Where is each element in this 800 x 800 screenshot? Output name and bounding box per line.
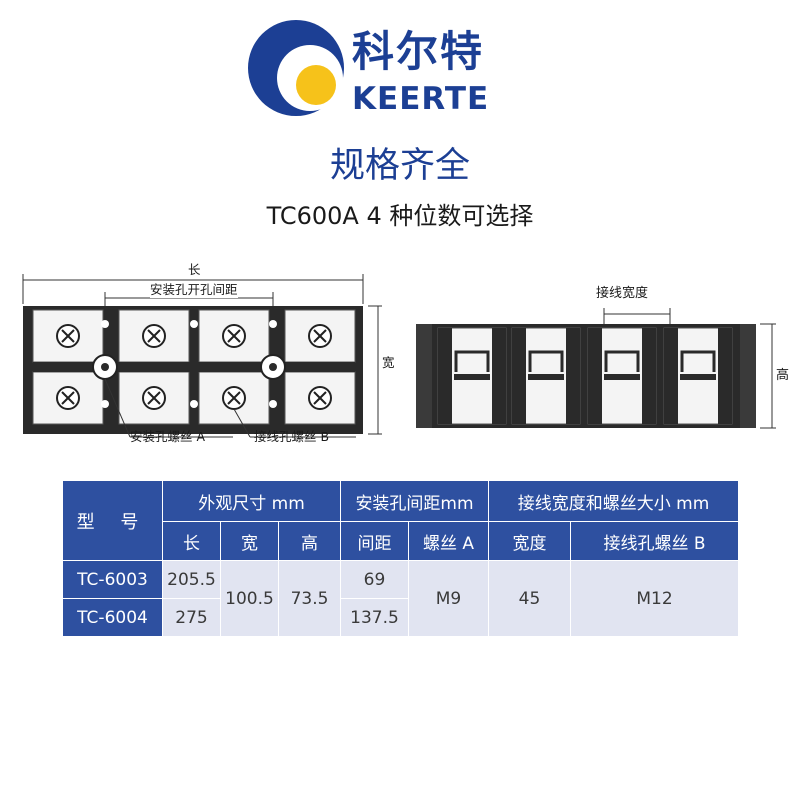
sub-header-width: 宽 bbox=[220, 521, 279, 561]
mount-screw-label: 安装孔螺丝 A bbox=[130, 429, 206, 444]
length-cell: 205.5 bbox=[162, 560, 221, 599]
length-label: 长 bbox=[188, 262, 201, 277]
group-header-mount-spacing: 安装孔间距mm bbox=[340, 480, 489, 522]
sub-header-wire-width: 宽度 bbox=[488, 521, 571, 561]
terminal-cells bbox=[32, 309, 356, 425]
table-row: TC-6003 205.5 100.5 73.5 69 M9 45 M12 bbox=[62, 560, 739, 637]
height-cell: 73.5 bbox=[278, 560, 341, 637]
sub-header-height: 高 bbox=[278, 521, 341, 561]
sub-header-screw-a: 螺丝 A bbox=[408, 521, 489, 561]
side-view-diagram bbox=[416, 308, 776, 429]
terminal-screw-label: 接线孔螺丝 B bbox=[254, 429, 330, 444]
spacing-cell: 137.5 bbox=[340, 598, 409, 637]
brand-logo-icon bbox=[248, 20, 344, 116]
width-label: 宽 bbox=[382, 355, 395, 370]
page-headline: 规格齐全 bbox=[329, 146, 470, 186]
screw-a-cell: M9 bbox=[408, 560, 489, 637]
model-cell: TC-6004 bbox=[62, 598, 163, 637]
group-header-wiring: 接线宽度和螺丝大小 mm bbox=[488, 480, 739, 522]
spec-table: 型 号 外观尺寸 mm 安装孔间距mm 接线宽度和螺丝大小 mm 长 宽 高 间… bbox=[62, 480, 739, 637]
length-cell: 275 bbox=[162, 598, 221, 637]
brand-name-en: KEERTE bbox=[352, 81, 490, 117]
height-label: 高 bbox=[776, 368, 790, 383]
page-subhead: TC600A 4 种位数可选择 bbox=[266, 202, 534, 230]
wiring-width-label: 接线宽度 bbox=[596, 286, 649, 301]
sub-header-length: 长 bbox=[162, 521, 221, 561]
screw-b-cell: M12 bbox=[570, 560, 739, 637]
mount-hole-icons bbox=[92, 354, 286, 380]
sub-header-screw-b: 接线孔螺丝 B bbox=[570, 521, 739, 561]
model-cell: TC-6003 bbox=[62, 560, 163, 599]
width-cell: 100.5 bbox=[220, 560, 279, 637]
spacing-cell: 69 bbox=[340, 560, 409, 599]
top-view-diagram bbox=[22, 274, 382, 438]
table-row: TC-6004 275 137.5 bbox=[62, 598, 739, 637]
brand-name-cn: 科尔特 bbox=[352, 27, 485, 76]
mount-distance-label: 安装孔开孔间距 bbox=[150, 282, 238, 298]
group-header-dimensions: 外观尺寸 mm bbox=[162, 480, 341, 522]
wire-width-cell: 45 bbox=[488, 560, 571, 637]
sub-header-spacing: 间距 bbox=[340, 521, 409, 561]
model-header: 型 号 bbox=[62, 480, 163, 561]
